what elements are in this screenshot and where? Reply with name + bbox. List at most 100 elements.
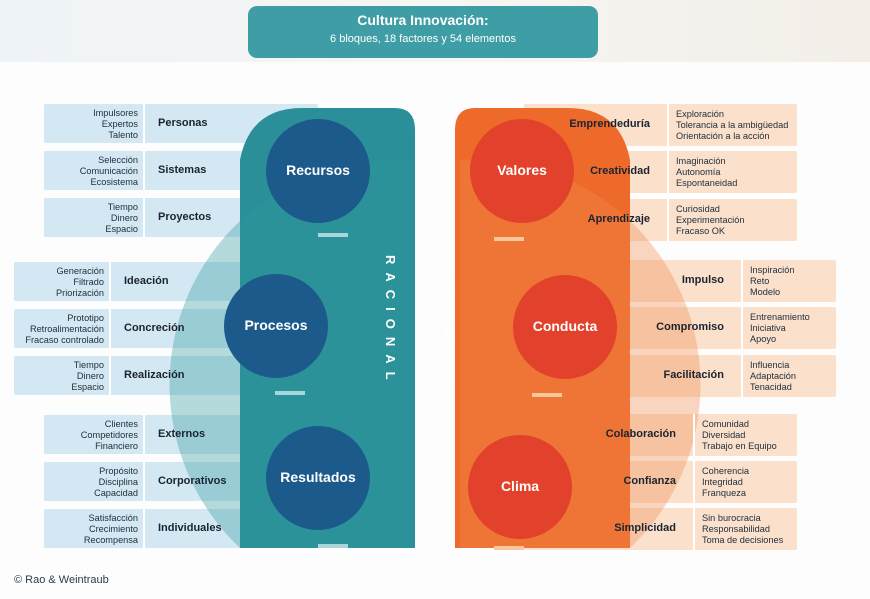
left-element: Capacidad	[94, 487, 138, 498]
left-factor-box	[14, 262, 275, 301]
right-element: Coherencia	[702, 466, 749, 476]
left-element: Generación	[56, 266, 105, 276]
left-factor-name: Externos	[158, 428, 206, 440]
left-factor-name: Ideación	[124, 275, 169, 287]
right-block-circle	[470, 119, 574, 223]
left-element: Retroalimentación	[29, 323, 104, 334]
left-element: Financiero	[95, 440, 138, 451]
left-factor-name: Corporativos	[158, 475, 227, 487]
left-element: Disciplina	[98, 476, 138, 487]
left-factor-name: Proyectos	[158, 211, 212, 223]
racional-label: RACIONAL	[383, 255, 398, 388]
right-factor-box	[562, 260, 836, 302]
right-element: Diversidad	[702, 429, 746, 440]
left-factor-name: Realización	[124, 369, 185, 381]
right-element: Apoyo	[750, 333, 777, 344]
left-element: Recompensa	[83, 534, 138, 545]
left-element: Clientes	[104, 419, 138, 429]
right-element: Franqueza	[702, 487, 746, 498]
right-connector	[494, 546, 524, 550]
left-element: Tiempo	[73, 360, 104, 370]
left-element: Competidores	[80, 429, 138, 440]
left-element: Prototipo	[67, 313, 104, 323]
left-element: Ecosistema	[90, 176, 139, 187]
left-element: Dinero	[76, 370, 104, 381]
left-block-circle	[224, 274, 328, 378]
left-element: Espacio	[105, 223, 138, 234]
right-element: Influencia	[750, 360, 790, 370]
left-element: Espacio	[71, 381, 104, 392]
right-element: Exploración	[676, 109, 725, 119]
right-element: Autonomía	[676, 166, 721, 177]
right-element: Modelo	[750, 286, 781, 297]
left-block-name: Recursos	[286, 162, 350, 178]
left-factor-box	[14, 309, 275, 348]
right-connector	[532, 393, 562, 397]
left-block-name: Procesos	[244, 317, 308, 333]
right-factor-name: Aprendizaje	[587, 213, 650, 225]
right-block-circle	[513, 275, 617, 379]
right-element: Reto	[750, 275, 770, 286]
right-element: Adaptación	[750, 370, 796, 381]
right-element: Iniciativa	[750, 322, 786, 333]
right-element: Inspiración	[750, 265, 795, 275]
right-element: Responsabilidad	[702, 523, 770, 534]
header-title: Cultura Innovación:	[357, 12, 489, 28]
header-box: Cultura Innovación: 6 bloques, 18 factor…	[248, 6, 598, 58]
right-element: Comunidad	[702, 419, 749, 429]
right-block-name: Clima	[500, 478, 540, 494]
right-block-name: Valores	[497, 162, 547, 178]
right-element: Imaginación	[676, 156, 726, 166]
right-block-name: Conducta	[532, 318, 598, 334]
right-element: Toma de decisiones	[702, 534, 784, 545]
left-element: Dinero	[110, 212, 138, 223]
copyright: © Rao & Weintraub	[14, 574, 109, 586]
left-connector	[275, 391, 305, 395]
left-factor-box	[44, 104, 318, 143]
left-element: Propósito	[99, 466, 138, 476]
right-element: Espontaneidad	[676, 177, 738, 188]
right-connector	[494, 237, 524, 241]
right-element: Experimentación	[676, 214, 745, 225]
right-factor-name: Colaboración	[605, 428, 676, 440]
left-factor-box	[14, 356, 275, 395]
right-element: Tenacidad	[750, 381, 792, 392]
left-element: Selección	[98, 155, 138, 165]
left-element: Filtrado	[73, 276, 104, 287]
left-factor-name: Sistemas	[158, 164, 207, 176]
left-factor-name: Individuales	[158, 522, 222, 534]
right-factor-name: Compromiso	[656, 321, 724, 333]
right-element: Curiosidad	[676, 204, 720, 214]
left-block-name: Resultados	[280, 469, 356, 485]
left-element: Impulsores	[93, 108, 138, 118]
right-factor-name: Facilitación	[663, 369, 724, 381]
right-factor-box	[562, 307, 836, 349]
emocional-label: EMOCIONAL	[442, 245, 457, 397]
right-factor-name: Emprendeduría	[569, 118, 650, 130]
left-connector	[318, 544, 348, 548]
right-element: Orientación a la acción	[676, 130, 770, 141]
left-element: Satisfacción	[88, 513, 138, 523]
left-element: Tiempo	[107, 202, 138, 212]
left-element: Comunicación	[79, 165, 138, 176]
right-factor-name: Creatividad	[590, 165, 650, 177]
left-element: Priorización	[56, 287, 104, 298]
right-element: Sin burocracia	[702, 513, 761, 523]
left-element: Fracaso controlado	[25, 334, 104, 345]
right-block-circle	[468, 435, 572, 539]
right-element: Tolerancia a la ambigüedad	[676, 119, 789, 130]
left-block-circle	[266, 426, 370, 530]
left-block-circle	[266, 119, 370, 223]
left-element: Crecimiento	[88, 523, 138, 534]
left-element: Talento	[108, 129, 138, 140]
left-factor-name: Concreción	[124, 322, 185, 334]
right-element: Entrenamiento	[750, 312, 810, 322]
header-subtitle: 6 bloques, 18 factores y 54 elementos	[330, 33, 516, 45]
left-connector	[318, 233, 348, 237]
right-factor-name: Confianza	[623, 475, 676, 487]
left-factor-name: Personas	[158, 117, 208, 129]
right-factor-name: Simplicidad	[614, 522, 676, 534]
left-element: Expertos	[101, 118, 138, 129]
